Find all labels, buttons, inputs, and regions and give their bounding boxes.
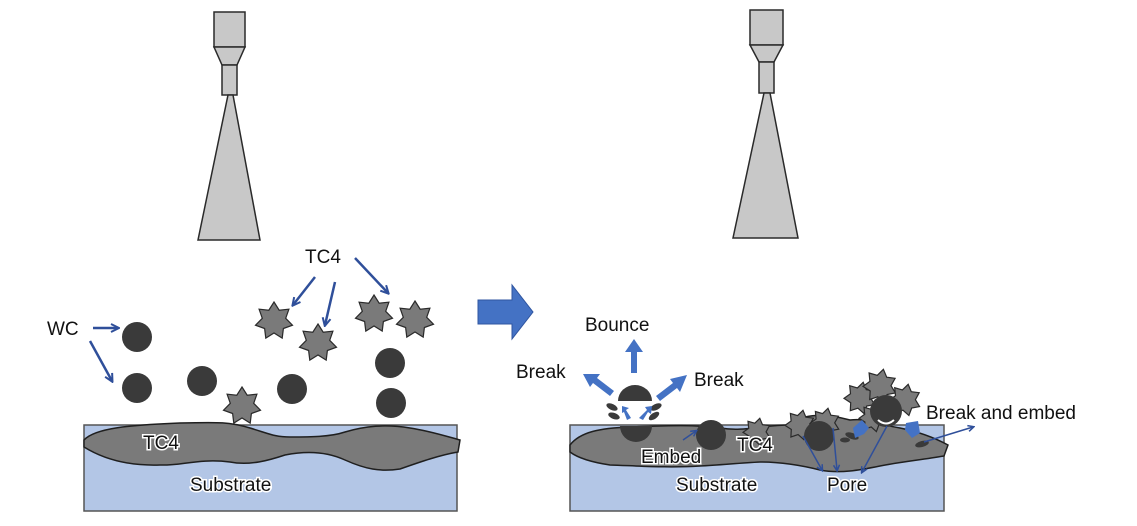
wc-particle-embed xyxy=(804,421,834,451)
arrow-icon xyxy=(682,431,696,441)
break-left-arrow-icon xyxy=(583,374,614,396)
wc-particle-embed xyxy=(620,426,652,442)
small-arrow-icon xyxy=(622,406,631,420)
embed-arrow-icon xyxy=(905,421,920,438)
wc-particle xyxy=(375,348,405,378)
wc-particle-break-embed xyxy=(870,395,902,427)
arrow-icon xyxy=(923,427,973,443)
arrow-icon xyxy=(832,427,837,470)
small-arrow-icon xyxy=(639,406,652,420)
spray-cone-right xyxy=(732,92,799,239)
arrow-icon xyxy=(802,435,822,470)
tc4-particle xyxy=(395,299,435,339)
label-embed: Embed xyxy=(641,447,701,468)
embed-arrow-icon xyxy=(853,420,869,438)
tc4-particle xyxy=(861,368,897,404)
arrow-icon xyxy=(325,281,337,325)
tc4-layer-left xyxy=(83,421,461,471)
label-pore: Pore xyxy=(827,475,867,496)
label-tc4-layer-right: TC4 xyxy=(737,435,773,456)
right-arrow-icon xyxy=(477,283,534,341)
break-right-arrow-icon xyxy=(656,375,687,401)
wc-particle xyxy=(122,373,152,403)
label-substrate-left: Substrate xyxy=(190,475,271,496)
tc4-particle xyxy=(254,300,294,340)
arrow-icon xyxy=(293,276,316,305)
label-bounce: Bounce xyxy=(585,315,649,336)
label-break-left: Break xyxy=(516,362,566,383)
pointer-arrows-left xyxy=(88,257,388,381)
label-wc: WC xyxy=(47,319,79,340)
spray-nozzle-left xyxy=(197,11,261,241)
tc4-particle xyxy=(354,293,394,333)
wc-particles-right xyxy=(606,385,902,451)
tc4-particle xyxy=(222,385,262,425)
label-tc4-layer-left: TC4 xyxy=(143,433,179,454)
wc-particle xyxy=(122,322,152,352)
spray-cone-left xyxy=(197,94,261,241)
tc4-particle xyxy=(298,322,338,362)
arrow-icon xyxy=(862,425,888,472)
wc-particles-left xyxy=(122,322,406,418)
label-break-and-embed: Break and embed xyxy=(926,403,1076,424)
wc-particle-bounce xyxy=(618,385,652,401)
bounce-arrow-icon xyxy=(625,339,643,373)
impact-arrows xyxy=(583,339,920,438)
wc-particle-embed xyxy=(696,420,726,450)
label-substrate-right: Substrate xyxy=(676,475,757,496)
label-tc4-particles: TC4 xyxy=(305,247,341,268)
tc4-particles-left xyxy=(222,293,435,425)
wc-particle xyxy=(277,374,307,404)
tc4-particle xyxy=(741,417,771,447)
wc-fragments xyxy=(606,403,662,421)
pointer-arrows-right xyxy=(682,425,973,472)
label-break-right: Break xyxy=(694,370,744,391)
wc-particle xyxy=(376,388,406,418)
arrow-icon xyxy=(88,340,112,381)
wc-particle xyxy=(187,366,217,396)
arrow-icon xyxy=(354,257,388,293)
spray-nozzle-right xyxy=(732,9,799,239)
